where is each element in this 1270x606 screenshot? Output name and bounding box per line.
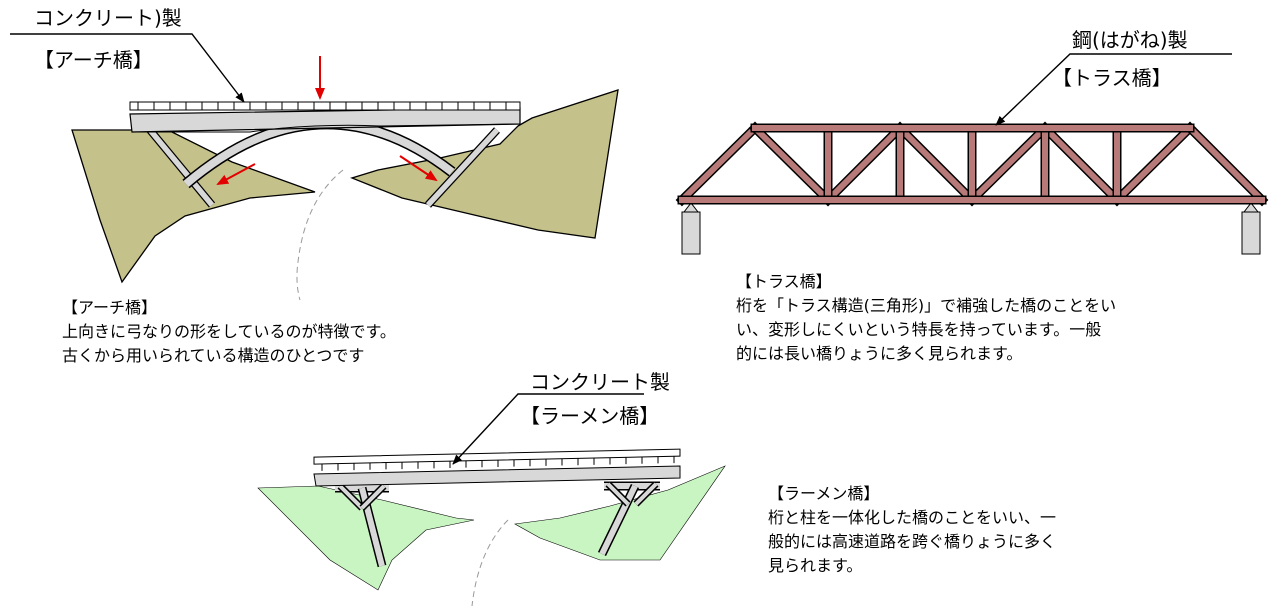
thrust-arrow-right	[399, 155, 438, 182]
truss-diagonal	[750, 123, 833, 205]
truss-diagonal	[1040, 123, 1122, 205]
arch-material-label: コンクリート)製	[34, 6, 182, 30]
arch-leader-line	[10, 33, 245, 103]
truss-bridge-drawing	[675, 53, 1269, 255]
rahmen-railing	[313, 448, 681, 465]
rahmen-road-edge	[471, 519, 509, 606]
arch-type-label: 【アーチ橋】	[34, 48, 153, 72]
arch-description: 【アーチ橋】 上向きに弓なりの形をしているのが特徴です。 古くから用いられている…	[62, 296, 396, 368]
arch-road-edge	[296, 169, 344, 301]
truss-desc-line: い、変形しにくいという特長を持っています。一般	[736, 320, 1102, 339]
arch-railing	[129, 101, 521, 111]
truss-pier-right	[1241, 211, 1261, 255]
arch-bridge-drawing	[10, 33, 619, 301]
arch-desc-title: 【アーチ橋】	[62, 298, 158, 317]
rahmen-desc-line: 桁と柱を一体化した橋のことをいい、一	[768, 508, 1057, 527]
arch-desc-line: 古くから用いられている構造のひとつです	[62, 346, 365, 365]
arch-ground-right	[350, 89, 619, 239]
truss-type-label: 【トラス橋】	[1052, 66, 1172, 90]
rahmen-deck	[313, 465, 681, 487]
rahmen-description: 【ラーメン橋】 桁と柱を一体化した橋のことをいい、一 般的には高速道路を跨ぐ橋り…	[768, 482, 1056, 578]
arch-ground-left	[71, 129, 316, 284]
rahmen-desc-line: 見られます。	[768, 556, 863, 575]
rahmen-desc-line: 般的には高速道路を跨ぐ橋りょうに多く	[768, 532, 1057, 551]
truss-leader-line	[995, 53, 1232, 126]
truss-end-post	[677, 123, 760, 205]
truss-diagonal	[823, 123, 905, 205]
truss-pier-left	[681, 211, 701, 255]
rahmen-bridge-drawing	[257, 393, 726, 606]
truss-desc-title: 【トラス橋】	[736, 272, 832, 291]
rahmen-material-label: コンクリート製	[530, 370, 670, 394]
truss-end-post	[1185, 123, 1267, 205]
arch-desc-line: 上向きに弓なりの形をしているのが特徴です。	[62, 322, 396, 341]
truss-diagonal	[895, 123, 977, 205]
truss-description: 【トラス橋】 桁を「トラス構造(三角形)」で補強した橋のことをい い、変形しにく…	[736, 270, 1116, 366]
truss-desc-line: 桁を「トラス構造(三角形)」で補強した橋のことをい	[736, 296, 1117, 315]
rahmen-leader-line	[452, 393, 644, 465]
thrust-arrow-left	[216, 163, 256, 185]
truss-diagonal	[1112, 123, 1195, 205]
truss-material-label: 鋼(はがね)製	[1072, 28, 1188, 52]
truss-diagonal	[967, 123, 1050, 205]
rahmen-type-label: 【ラーメン橋】	[520, 404, 660, 428]
rahmen-desc-title: 【ラーメン橋】	[768, 484, 880, 503]
truss-desc-line: 的には長い橋りょうに多く見られます。	[736, 344, 1023, 363]
arch-deck	[129, 107, 521, 133]
